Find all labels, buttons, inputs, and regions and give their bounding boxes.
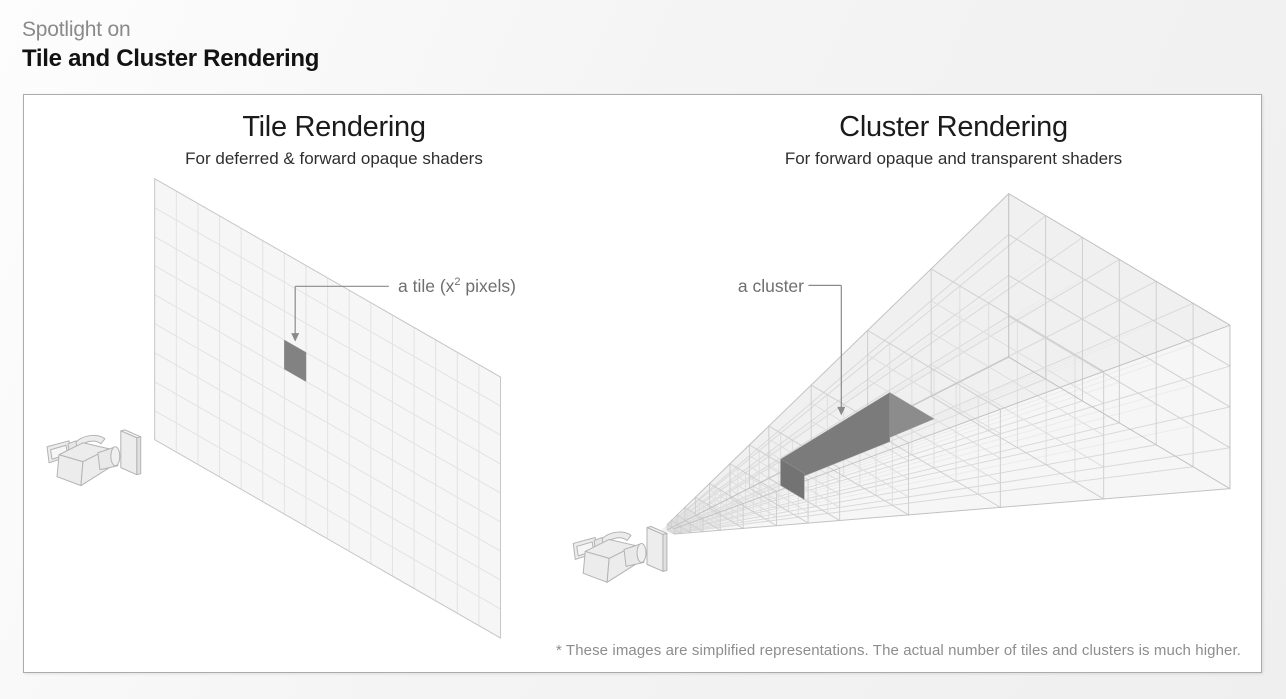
tile-section-title: Tile Rendering	[242, 111, 426, 143]
highlighted-cluster	[780, 392, 935, 500]
cluster-frustum-grid	[655, 192, 1231, 536]
tile-pointer-arrow	[291, 285, 389, 342]
cluster-section-subtitle: For forward opaque and transparent shade…	[784, 149, 1123, 168]
camera-icon	[46, 429, 142, 487]
page-title: Tile and Cluster Rendering	[22, 45, 320, 72]
tile-callout-label: a tile (x2 pixels)	[398, 276, 516, 297]
cluster-pointer-arrow	[808, 284, 846, 416]
tile-callout-exponent: 2	[454, 276, 461, 289]
tile-screen-grid	[154, 177, 502, 639]
cluster-section-header: Cluster Rendering For forward opaque and…	[644, 111, 1263, 169]
page-header: Spotlight on Tile and Cluster Rendering	[22, 18, 319, 73]
footnote-text: * These images are simplified representa…	[556, 642, 1241, 659]
highlighted-tile	[284, 339, 307, 382]
tile-callout-text-suffix: pixels)	[460, 276, 516, 296]
cluster-callout-label: a cluster	[737, 276, 804, 296]
eyebrow-text: Spotlight on	[22, 18, 131, 41]
tile-section-header: Tile Rendering For deferred & forward op…	[24, 111, 644, 169]
camera-icon	[572, 526, 668, 583]
tile-cluster-diagram-canvas	[46, 177, 1231, 639]
diagram-panel: Tile Rendering For deferred & forward op…	[23, 94, 1262, 673]
tile-callout-text: a tile (x	[398, 276, 455, 296]
cluster-section-title: Cluster Rendering	[839, 111, 1068, 143]
tile-section-subtitle: For deferred & forward opaque shaders	[185, 149, 483, 168]
